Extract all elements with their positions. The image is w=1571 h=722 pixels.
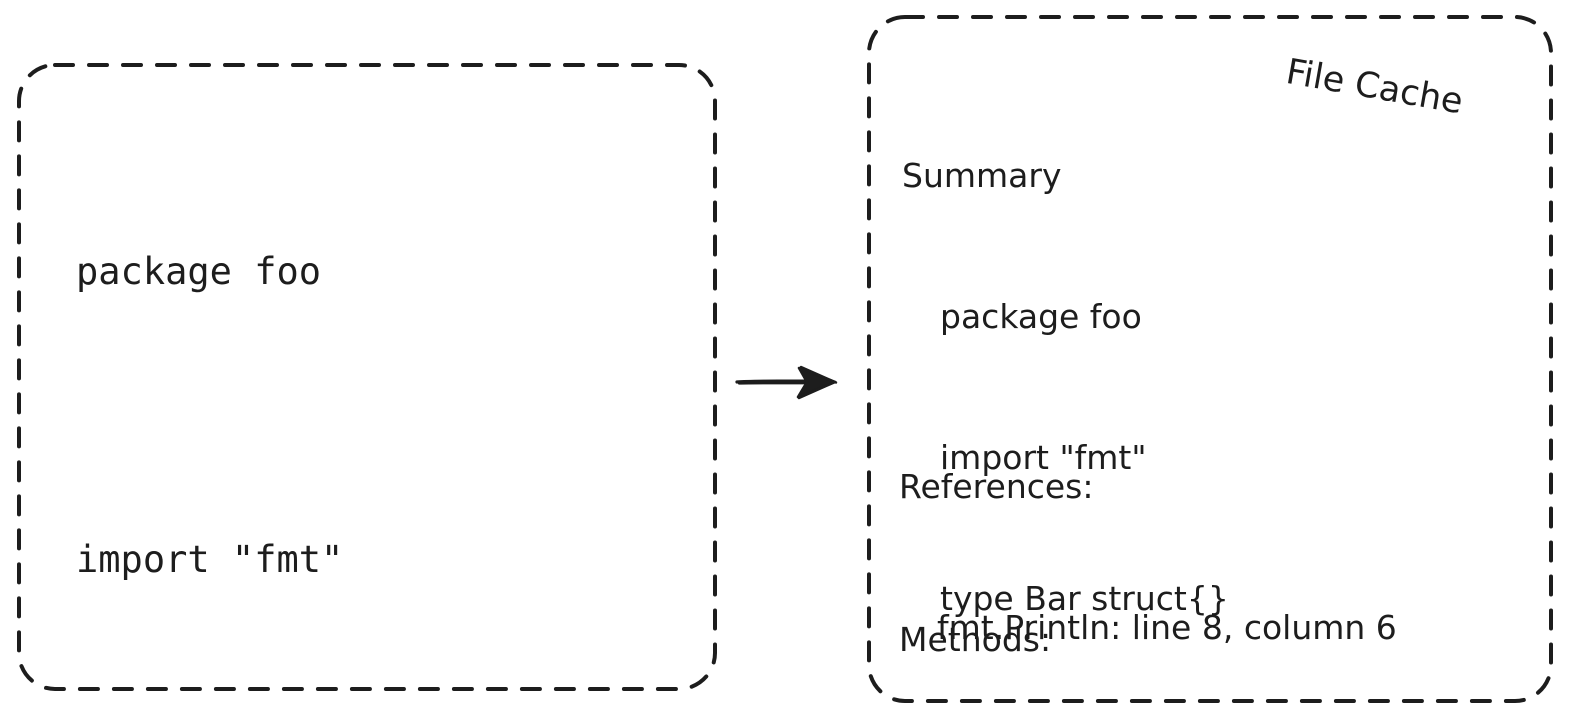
summary-heading: Summary — [902, 156, 1062, 195]
source-code-text: package foo import "fmt" type Bar struct… — [76, 152, 655, 722]
summary-item: func (Bar) Baz(s string) — [902, 716, 1323, 722]
summary-item: import "fmt" — [940, 438, 1147, 477]
summary-item: type Bar struct{} — [940, 579, 1229, 618]
methods-section: Methods: Baz(string): Bar — [899, 522, 1196, 722]
cache-box-border — [867, 15, 1553, 703]
source-box-border — [17, 63, 717, 691]
source-code-box[interactable]: package foo import "fmt" type Bar struct… — [16, 62, 718, 692]
code-line: import "fmt" — [76, 538, 344, 581]
code-line-blank — [76, 392, 655, 440]
flow-arrow — [735, 352, 850, 412]
summary-item: package foo — [940, 297, 1142, 336]
reference-item: fmt.Println: line 8, column 6 — [937, 608, 1397, 647]
summary-section: Summary package foo import "fmt" type Ba… — [902, 58, 1323, 722]
methods-heading: Methods: — [899, 620, 1052, 659]
code-line-blank — [76, 680, 655, 722]
code-line: package foo — [76, 250, 322, 293]
arrow-icon — [735, 365, 838, 400]
file-cache-box[interactable]: File Cache Summary package foo import "f… — [866, 14, 1554, 722]
references-section: References: fmt.Println: line 8, column … — [899, 369, 1397, 722]
references-heading: References: — [899, 467, 1094, 506]
